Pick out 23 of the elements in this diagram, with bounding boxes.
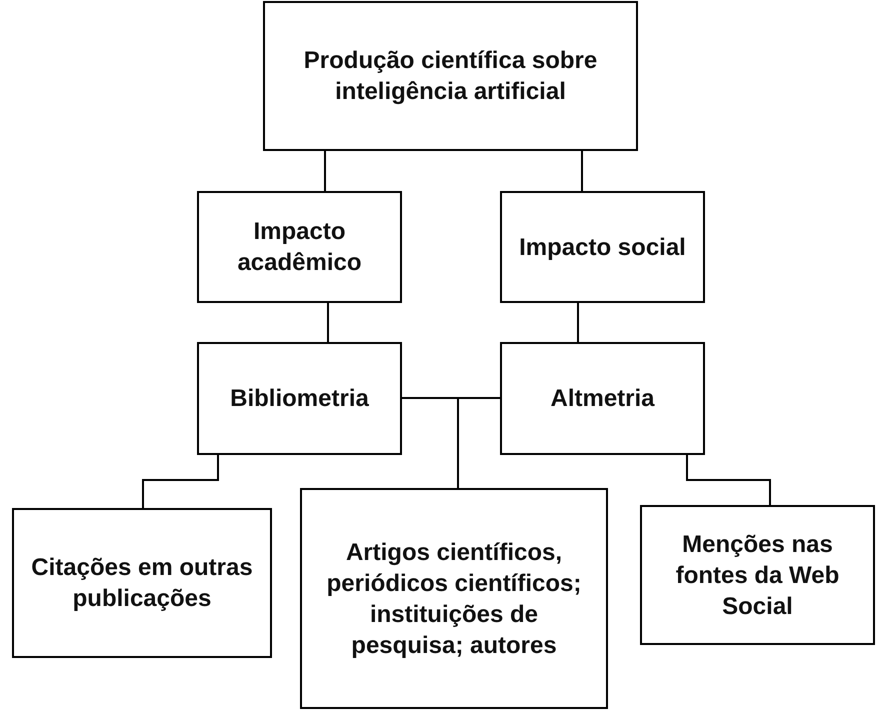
connector-line bbox=[327, 303, 329, 342]
node-label: Impacto social bbox=[519, 232, 686, 262]
node-label: Artigos científicos, periódicos científicos; instituições de pesquisa; autores bbox=[326, 538, 582, 660]
connector-line bbox=[581, 151, 583, 191]
node-label: Produção científica sobre inteligência artificial bbox=[302, 46, 598, 107]
box bbox=[300, 488, 608, 709]
box bbox=[500, 191, 705, 303]
box bbox=[12, 508, 272, 658]
box bbox=[500, 342, 705, 455]
box bbox=[197, 191, 402, 303]
connector-line bbox=[686, 455, 771, 505]
box bbox=[640, 505, 875, 645]
box bbox=[263, 1, 638, 151]
node-label: Menções nas fontes da Web Social bbox=[674, 530, 840, 622]
node-label: Impacto acadêmico bbox=[236, 217, 363, 278]
node-label: Bibliometria bbox=[230, 384, 369, 414]
connector-line bbox=[577, 303, 579, 342]
connector-line bbox=[324, 151, 326, 191]
node-label: Altmetria bbox=[550, 384, 655, 414]
node-label: Citações em outras publicações bbox=[30, 553, 254, 614]
connector-line bbox=[457, 397, 500, 488]
connector-line bbox=[142, 455, 219, 508]
box bbox=[197, 342, 402, 455]
